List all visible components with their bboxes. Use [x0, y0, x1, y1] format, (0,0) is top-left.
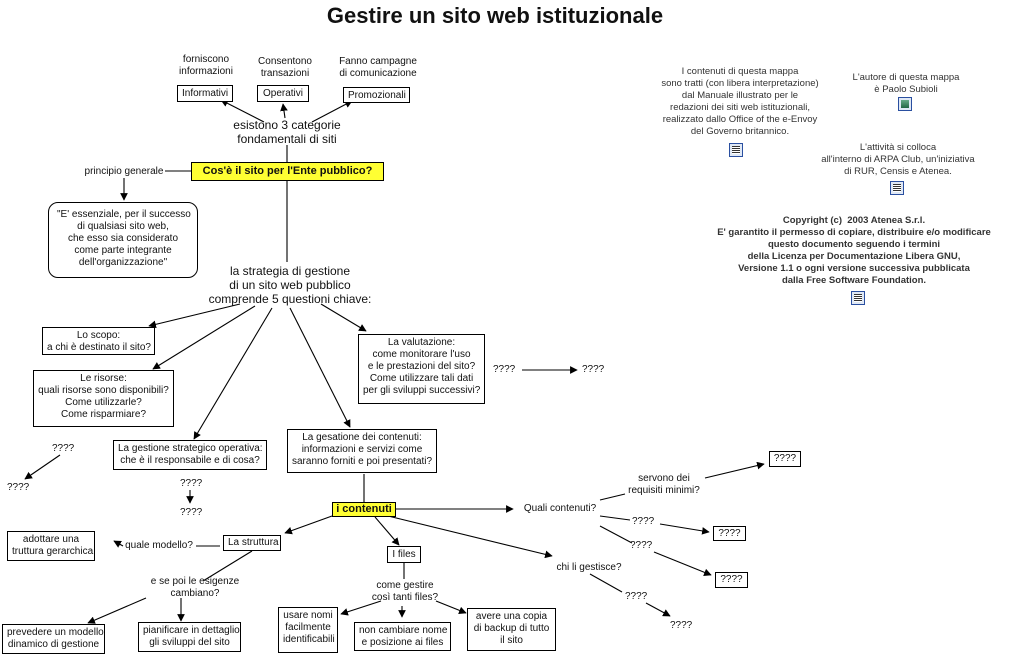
unknown-label: ????: [52, 443, 75, 454]
node-non-cambiare[interactable]: non cambiare nome e posizione ai files: [354, 622, 451, 651]
node-modello-dinamico[interactable]: prevedere un modello dinamico di gestion…: [2, 624, 105, 654]
unknown-label: ????: [180, 478, 203, 489]
unknown-label: ????: [582, 364, 605, 375]
unknown-label: ????: [632, 516, 655, 527]
unknown-label: ????: [180, 507, 203, 518]
label-strategia: la strategia di gestione di un sito web …: [208, 264, 372, 306]
label-principio-generale: principio generale: [84, 166, 164, 177]
node-scopo[interactable]: Lo scopo: a chi è destinato il sito?: [42, 327, 155, 355]
node-operativi[interactable]: Operativi: [257, 85, 309, 102]
unknown-box[interactable]: ????: [769, 451, 801, 467]
node-files[interactable]: I files: [387, 546, 421, 563]
node-promozionali[interactable]: Promozionali: [343, 87, 410, 103]
unknown-label: ????: [493, 364, 516, 375]
label-esigenze: e se poi le esigenze cambiano?: [150, 576, 240, 599]
node-i-contenuti[interactable]: i contenuti: [332, 502, 396, 517]
unknown-label: ????: [630, 540, 653, 551]
node-pianificare[interactable]: pianificare in dettaglio gli sviluppi de…: [138, 622, 241, 652]
label-quali-contenuti: Quali contenuti?: [523, 503, 597, 514]
node-gestione-strategica[interactable]: La gestione strategico operativa: che è …: [113, 440, 267, 470]
source-note: I contenuti di questa mappa sono tratti …: [661, 66, 819, 137]
activity-note: L'attività si colloca all'interno di ARP…: [821, 142, 975, 177]
unknown-box[interactable]: ????: [715, 572, 748, 588]
quote-box[interactable]: "E' essenziale, per il successo di quals…: [48, 202, 198, 278]
unknown-box[interactable]: ????: [713, 526, 746, 541]
document-icon[interactable]: [890, 181, 904, 195]
document-icon[interactable]: [729, 143, 743, 157]
image-icon[interactable]: [898, 97, 912, 111]
node-risorse[interactable]: Le risorse: quali risorse sono disponibi…: [33, 370, 174, 427]
copyright-note: Copyright (c) 2003 Atenea S.r.l. E' gara…: [717, 215, 991, 286]
label-forniscono: forniscono informazioni: [179, 54, 233, 77]
label-quale-modello: quale modello?: [125, 540, 193, 551]
author-note: L'autore di questa mappa è Paolo Subioli: [852, 72, 960, 95]
document-icon[interactable]: [851, 291, 865, 305]
label-chi-gestisce: chi li gestisce?: [556, 562, 622, 573]
label-fanno-campagne: Fanno campagne di comunicazione: [339, 56, 417, 79]
node-nomi[interactable]: usare nomi facilmente identificabili: [278, 607, 338, 653]
label-requisiti: servono dei requisiti minimi?: [628, 473, 700, 496]
page-title: Gestire un sito web istituzionale: [326, 3, 664, 28]
label-categorie: esistono 3 categorie fondamentali di sit…: [233, 118, 341, 146]
label-come-gestire: come gestire così tanti files?: [371, 580, 439, 603]
unknown-label: ????: [670, 620, 693, 631]
node-gestione-contenuti[interactable]: La gesatione dei contenuti: informazioni…: [287, 429, 437, 473]
node-backup[interactable]: avere una copia di backup di tutto il si…: [467, 608, 556, 651]
node-informativi[interactable]: Informativi: [177, 85, 233, 102]
unknown-label: ????: [7, 482, 30, 493]
unknown-label: ????: [625, 591, 648, 602]
node-valutazione[interactable]: La valutazione: come monitorare l'uso e …: [358, 334, 485, 404]
label-consentono: Consentono transazioni: [258, 56, 312, 79]
node-gerarchica[interactable]: adottare una truttura gerarchica: [7, 531, 95, 561]
node-struttura[interactable]: La struttura: [223, 535, 281, 551]
central-topic[interactable]: Cos'è il sito per l'Ente pubblico?: [191, 162, 384, 181]
